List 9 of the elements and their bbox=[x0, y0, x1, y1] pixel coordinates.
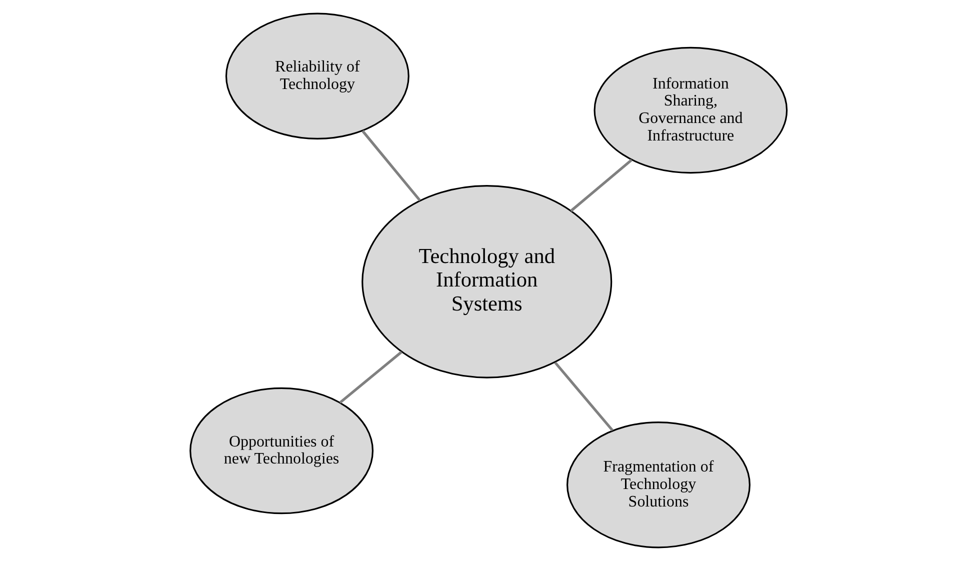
node-ellipse: Technology and Information Systems bbox=[362, 185, 612, 378]
node-ellipse: Opportunities of new Technologies bbox=[190, 387, 374, 514]
node-ellipse: Fragmentation of Technology Solutions bbox=[566, 421, 750, 548]
connector bbox=[339, 350, 402, 404]
connector bbox=[362, 130, 421, 202]
connector bbox=[570, 158, 633, 212]
node-ellipse: Reliability of Technology bbox=[225, 12, 410, 140]
connector bbox=[554, 362, 614, 432]
node-ellipse: Information Sharing, Governance and Infrastructure bbox=[594, 46, 788, 174]
